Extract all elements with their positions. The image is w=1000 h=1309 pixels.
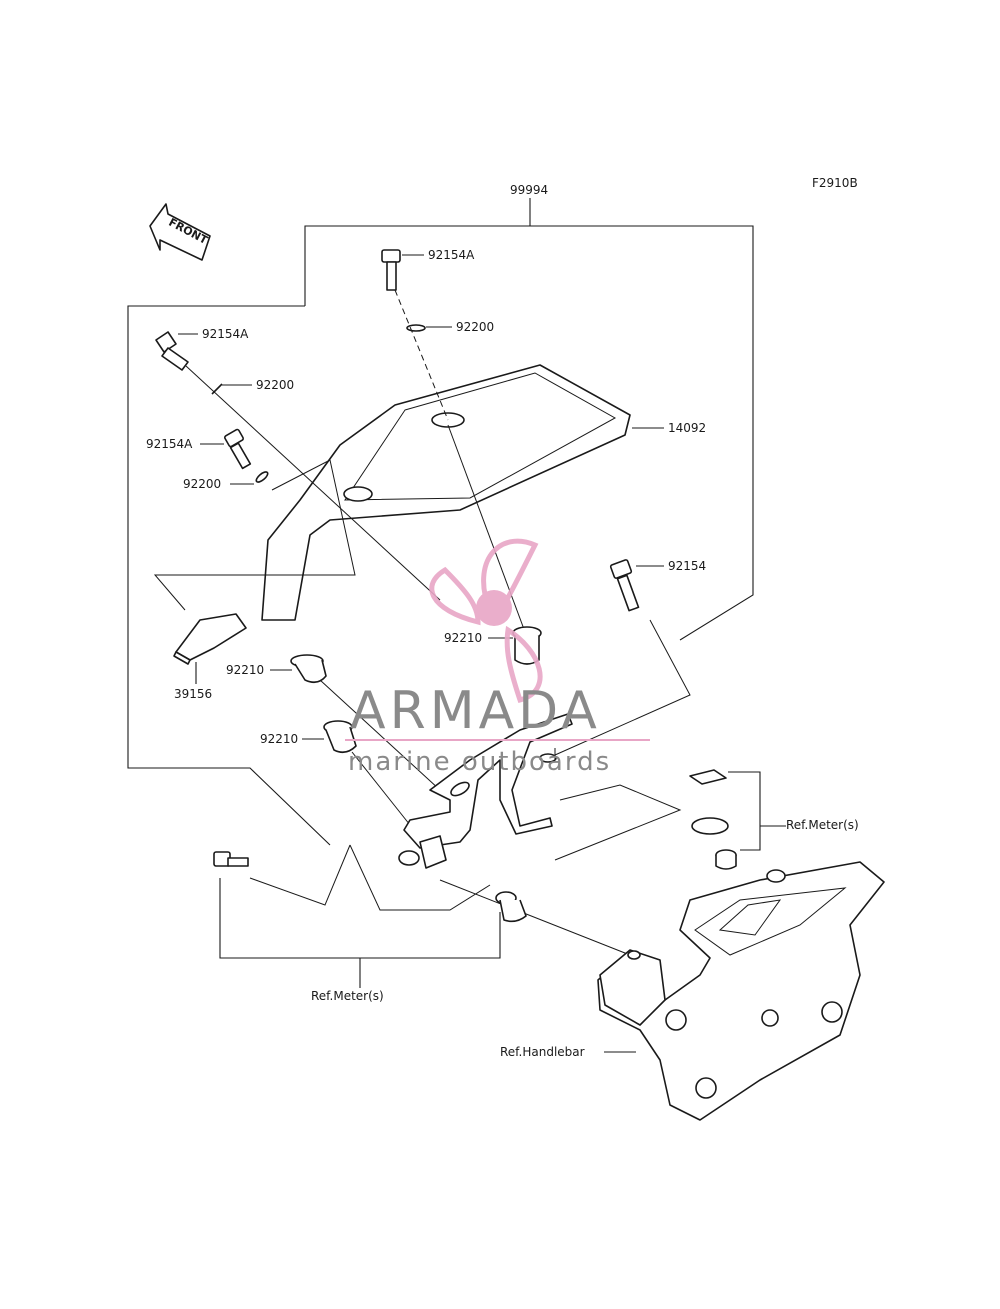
label-washer-left-2: 92200 <box>183 477 221 491</box>
collar-left-2-icon: 92210 <box>260 720 357 754</box>
label-assembly: 99994 <box>510 183 548 197</box>
bolt-bottom-icon <box>213 851 249 867</box>
windshield: 14092 <box>261 364 706 621</box>
front-arrow-icon: FRONT <box>149 203 211 261</box>
bolt-left-1-icon: 92154A <box>155 327 249 371</box>
label-ref-meter-bottom: Ref.Meter(s) <box>311 989 384 1003</box>
pad-icon: 39156 <box>173 613 247 701</box>
mounting-stay <box>398 713 573 869</box>
handlebar-clamp <box>597 861 885 1121</box>
washer-left-1-icon: 92200 <box>211 378 294 395</box>
armada-logo-icon <box>429 538 543 704</box>
watermark-tagline: marine outboards <box>348 747 611 777</box>
washer-left-2-icon: 92200 <box>183 471 269 491</box>
label-ref-meter-right: Ref.Meter(s) <box>786 818 859 832</box>
assembly-bracket-outline: 99994 <box>127 183 754 846</box>
label-bolt-right: 92154 <box>668 559 706 573</box>
bolt-left-2-icon: 92154A <box>146 428 252 470</box>
label-washer-left-1: 92200 <box>256 378 294 392</box>
label-bolt-left-1: 92154A <box>202 327 249 341</box>
label-washer-top: 92200 <box>456 320 494 334</box>
label-windshield: 14092 <box>668 421 706 435</box>
label-pad: 39156 <box>174 687 212 701</box>
collar-left-1-icon: 92210 <box>226 654 327 684</box>
windshield-hole-left <box>343 486 373 502</box>
watermark-brand: ARMADA <box>350 681 601 741</box>
label-collar-left-2: 92210 <box>260 732 298 746</box>
label-bolt-left-2: 92154A <box>146 437 193 451</box>
washer-top-icon: 92200 <box>406 320 494 334</box>
label-collar-left-1: 92210 <box>226 663 264 677</box>
bolt-top-icon: 92154A <box>381 248 475 291</box>
figure-code: F2910B <box>812 176 858 190</box>
label-collar-center: 92210 <box>444 631 482 645</box>
bolt-right-icon: 92154 <box>609 559 706 612</box>
collar-bottom-icon <box>495 891 527 923</box>
meter-grommets-icon <box>689 769 737 870</box>
label-bolt-top: 92154A <box>428 248 475 262</box>
label-ref-handlebar: Ref.Handlebar <box>500 1045 585 1059</box>
